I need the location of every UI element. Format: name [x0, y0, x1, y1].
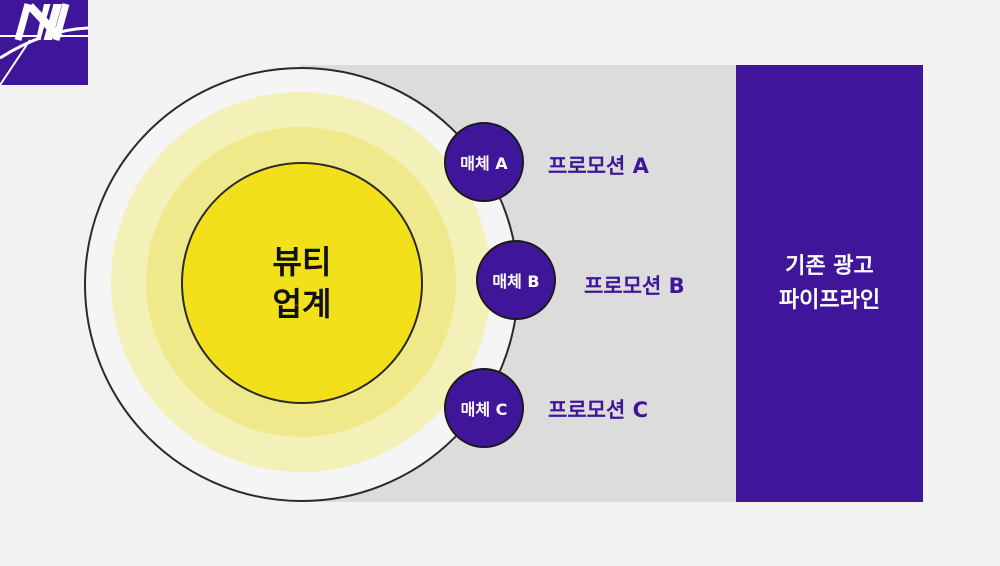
promotion-b-label: 프로모션 B	[584, 274, 685, 298]
pipeline-panel: 기존 광고 파이프라인	[736, 65, 923, 502]
media-a-label: 매체 A	[460, 154, 508, 173]
core-label: 뷰티 업계	[272, 243, 332, 323]
media-b-circle: 매체 B	[476, 240, 556, 320]
media-c-label: 매체 C	[460, 400, 508, 419]
pipeline-label: 기존 광고 파이프라인	[778, 253, 881, 313]
beauty-industry-circle: 뷰티 업계	[181, 162, 423, 404]
promotion-a-label: 프로모션 A	[548, 154, 649, 178]
media-a-circle: 매체 A	[444, 122, 524, 202]
n-logo-icon	[0, 0, 89, 86]
media-b-label: 매체 B	[492, 272, 540, 291]
promotion-c-label: 프로모션 C	[548, 398, 649, 422]
media-c-circle: 매체 C	[444, 368, 524, 448]
